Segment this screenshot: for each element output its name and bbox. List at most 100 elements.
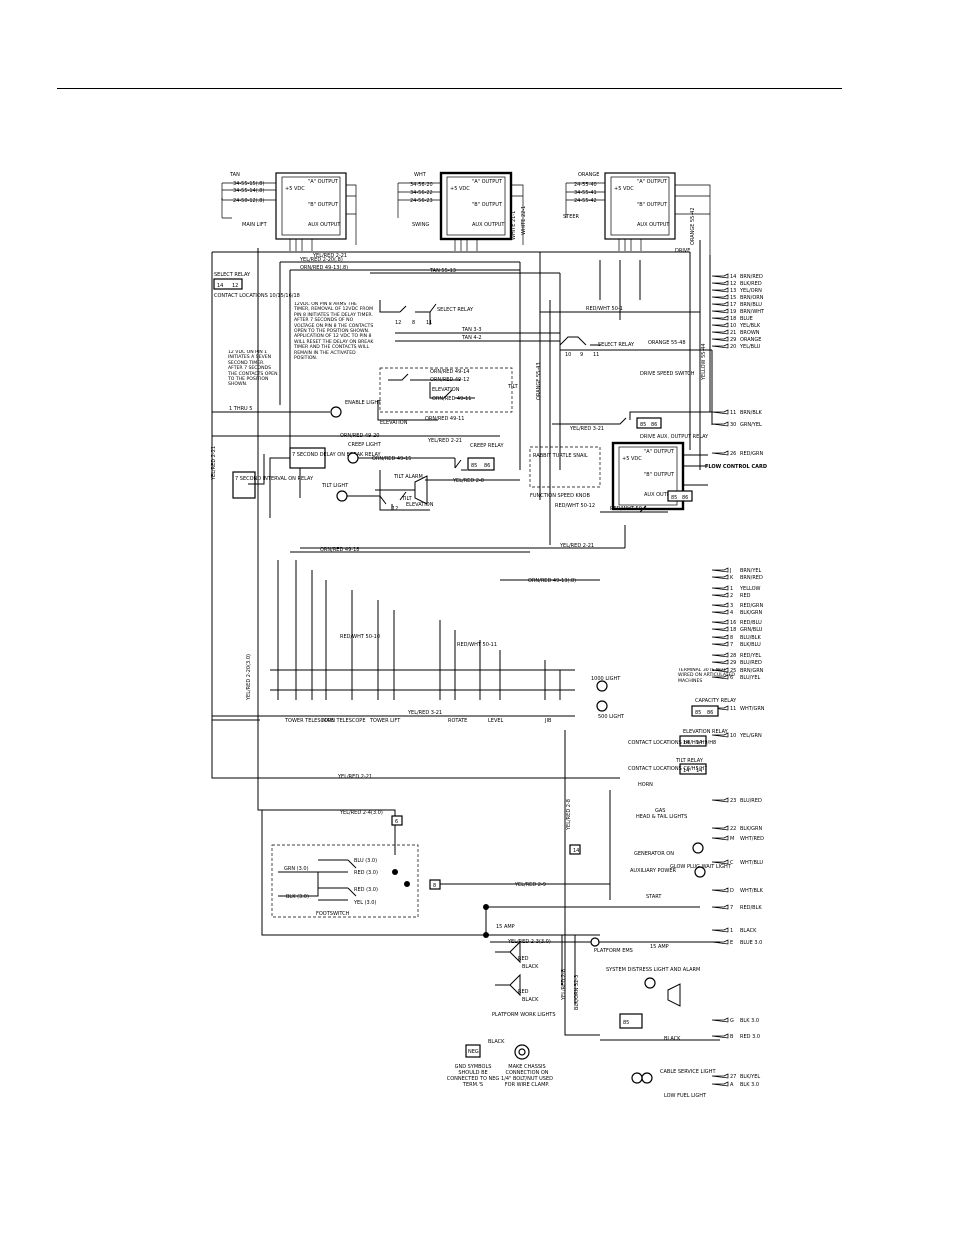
svg-text:"A" OUTPUT: "A" OUTPUT xyxy=(637,179,668,185)
svg-text:GAS: GAS xyxy=(655,808,665,814)
connector-wire xyxy=(711,674,729,680)
svg-text:TILT: TILT xyxy=(507,384,519,390)
connector-wire-color: RED/GRN xyxy=(740,603,764,609)
connector-wire xyxy=(711,1033,729,1039)
connector-pin: 14 xyxy=(730,274,736,280)
svg-text:86: 86 xyxy=(651,422,657,428)
svg-text:ORANGE 55-43: ORANGE 55-43 xyxy=(536,362,542,400)
svg-text:STEER: STEER xyxy=(563,214,580,220)
jib-label: JIB xyxy=(544,718,552,724)
ground-notes: BLACK NEG GND SYMBOLS SHOULD BE CONNECTE… xyxy=(447,1039,553,1088)
svg-text:"B" OUTPUT: "B" OUTPUT xyxy=(637,202,668,208)
connector-wire xyxy=(711,1017,729,1023)
svg-text:CONTACT LOCATIONS H8/H9/H9/H8: CONTACT LOCATIONS H8/H9/H9/H8 xyxy=(628,740,716,746)
svg-text:WHITE 21-1: WHITE 21-1 xyxy=(511,211,517,240)
svg-text:CREEP LIGHT: CREEP LIGHT xyxy=(348,442,382,448)
accessory-section: HORN GAS HEAD & TAIL LIGHTS GENERATOR ON… xyxy=(564,730,732,1036)
connector-wire-color: GRN/BLU xyxy=(740,627,763,633)
connector-wire-color: BLUE 3.0 xyxy=(740,940,762,946)
connector-pin: J xyxy=(729,568,731,574)
connector-wire xyxy=(711,294,729,300)
connector-wire xyxy=(711,336,729,342)
svg-text:24-55-40: 24-55-40 xyxy=(574,182,597,188)
svg-text:BLACK: BLACK xyxy=(488,1039,505,1045)
svg-text:YEL (3.0): YEL (3.0) xyxy=(353,900,376,906)
svg-text:YEL/RED 2-20(.8): YEL/RED 2-20(.8) xyxy=(299,257,343,263)
svg-text:CONTACT LOCATIONS 10/15/16/18: CONTACT LOCATIONS 10/15/16/18 xyxy=(214,293,300,299)
svg-text:SELECT RELAY: SELECT RELAY xyxy=(598,342,635,348)
svg-text:TILT: TILT xyxy=(401,496,413,502)
function-valves: RED/WHT 50-10 RED/WHT 50-11 TOWER TELESC… xyxy=(212,560,575,724)
svg-text:GRN (3.0): GRN (3.0) xyxy=(284,866,309,872)
tower-lift-label: TOWER LIFT xyxy=(369,718,401,724)
connector-wire-color: YEL/BLK xyxy=(739,323,761,329)
module-main-lift: +5 VDC "A" OUTPUT "B" OUTPUT AUX OUTPUT … xyxy=(221,172,357,251)
svg-text:YELLOW 55-44: YELLOW 55-44 xyxy=(701,343,707,381)
connector-wire-color: YELLOW xyxy=(739,586,761,592)
connector-pin: M xyxy=(730,836,734,842)
connector-pin: C xyxy=(730,860,734,866)
connector-wire-color: RED/GRN xyxy=(740,451,764,457)
svg-text:FOOTSWITCH: FOOTSWITCH xyxy=(316,911,350,917)
svg-text:ORN/RED 49-13(.8): ORN/RED 49-13(.8) xyxy=(528,578,576,584)
connector-pin: 2 xyxy=(730,593,733,599)
connector-pin: 12 xyxy=(730,281,736,287)
svg-text:86: 86 xyxy=(707,710,713,716)
svg-text:AUX OUTPUT: AUX OUTPUT xyxy=(308,222,341,228)
connector-pin: 18 xyxy=(730,627,736,633)
svg-text:YEL/RED 3-21: YEL/RED 3-21 xyxy=(407,710,442,716)
delay-relays: 7 SECOND INTERVAL ON RELAY 7 SECOND DELA… xyxy=(232,447,381,518)
svg-text:WHT: WHT xyxy=(414,172,427,178)
svg-text:BLK (3.0): BLK (3.0) xyxy=(286,894,309,900)
svg-text:YEL/RED 2-21: YEL/RED 2-21 xyxy=(427,438,462,444)
connector-pin: 29 xyxy=(730,660,736,666)
svg-text:ORN/RED 49-15: ORN/RED 49-15 xyxy=(372,456,411,462)
connector-wire xyxy=(711,273,729,279)
connector-pin: 29 xyxy=(730,337,736,343)
svg-text:YEL/RED 2-20(3.0): YEL/RED 2-20(3.0) xyxy=(246,654,252,701)
svg-text:YEL/RED 2-8: YEL/RED 2-8 xyxy=(561,969,567,1001)
connector-wire-color: WHT/BLK xyxy=(740,888,764,894)
svg-text:11: 11 xyxy=(426,320,432,326)
svg-text:RED: RED xyxy=(518,989,529,995)
svg-text:SELECT RELAY: SELECT RELAY xyxy=(437,307,474,313)
connector-pin: 22 xyxy=(730,826,736,832)
svg-text:ELEVATION: ELEVATION xyxy=(406,502,434,508)
svg-text:12: 12 xyxy=(232,283,238,289)
connector-wire-color: BLK/BLU xyxy=(740,642,761,648)
svg-text:AUX OUTPUT: AUX OUTPUT xyxy=(644,492,677,498)
svg-text:AUXILIARY POWER: AUXILIARY POWER xyxy=(630,868,677,874)
connector-wire xyxy=(711,634,729,640)
connector-wire-color: BLU/BLK xyxy=(740,635,762,641)
connector-pin: 3 xyxy=(730,603,733,609)
svg-text:10: 10 xyxy=(565,352,571,358)
connector-wire-color: RED/BLU xyxy=(740,620,762,626)
connector-pin: A xyxy=(730,1082,734,1088)
svg-text:85: 85 xyxy=(640,422,646,428)
connector-wire xyxy=(711,732,729,738)
svg-text:ORN/RED 49-11: ORN/RED 49-11 xyxy=(425,416,464,422)
connector-wire-color: YEL/ORN xyxy=(739,288,762,294)
svg-text:14: 14 xyxy=(696,768,702,774)
connector-wire xyxy=(711,705,729,711)
svg-text:24-50-12(.8): 24-50-12(.8) xyxy=(233,198,264,204)
connector-wire-color: BLK/GRN xyxy=(740,610,763,616)
capacity-relay-section: 1000 LIGHT 500 LIGHT TERMINAL 30 IS NOT … xyxy=(591,668,737,775)
svg-text:1 THRU 5: 1 THRU 5 xyxy=(229,406,253,412)
svg-text:7 SECOND DELAY ON BREAK RELAY: 7 SECOND DELAY ON BREAK RELAY xyxy=(292,452,381,458)
connector-wire-color: BLK 3.0 xyxy=(740,1018,759,1024)
svg-text:12: 12 xyxy=(395,320,401,326)
svg-text:FUNCTION SPEED KNOB: FUNCTION SPEED KNOB xyxy=(530,493,590,499)
connector-wire-color: ORANGE xyxy=(740,337,761,343)
connector-wire-color: WHT/GRN xyxy=(740,706,765,712)
connector-pin: 17 xyxy=(730,302,736,308)
connector-wire xyxy=(711,619,729,625)
svg-text:15 AMP: 15 AMP xyxy=(496,924,515,930)
svg-text:ORN/RED 49-18: ORN/RED 49-18 xyxy=(320,547,359,553)
connector-wire xyxy=(711,797,729,803)
connector-wire-color: BRN/RED xyxy=(740,274,763,280)
header-rule xyxy=(57,88,842,89)
connector-wire xyxy=(711,567,729,573)
connector-pin: 28 xyxy=(730,653,736,659)
